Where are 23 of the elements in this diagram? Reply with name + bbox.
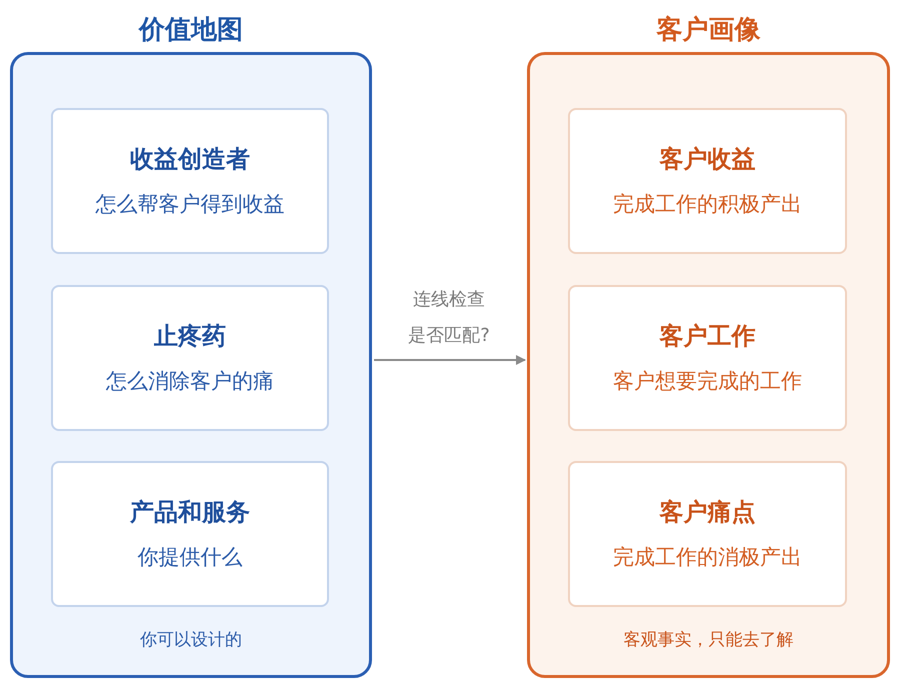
card [51,461,329,607]
card-title: 产品和服务 [130,497,250,528]
card-title: 客户收益 [660,144,756,176]
card [51,285,329,431]
card [568,285,847,431]
panel-footnote: 你可以设计的 [139,628,243,652]
card [568,108,847,254]
card-description: 你提供什么 [138,544,242,572]
card-title: 止疼药 [154,321,226,352]
card-title: 收益创造者 [130,144,250,176]
arrow [374,355,526,365]
card-description: 怎么帮客户得到收益 [96,191,284,218]
card [568,461,847,607]
card-title: 客户痛点 [660,497,756,528]
card-description: 怎么消除客户的痛 [106,368,274,396]
card-description: 客户想要完成的工作 [613,368,802,396]
panel-title: 客户画像 [655,14,762,46]
panel-footnote: 客观事实，只能去了解 [622,628,794,652]
card-description: 完成工作的消极产出 [613,544,802,572]
card-title: 客户工作 [660,321,756,352]
panel-title: 价值地图 [137,14,244,46]
card [51,108,329,254]
card-description: 完成工作的积极产出 [613,191,802,218]
